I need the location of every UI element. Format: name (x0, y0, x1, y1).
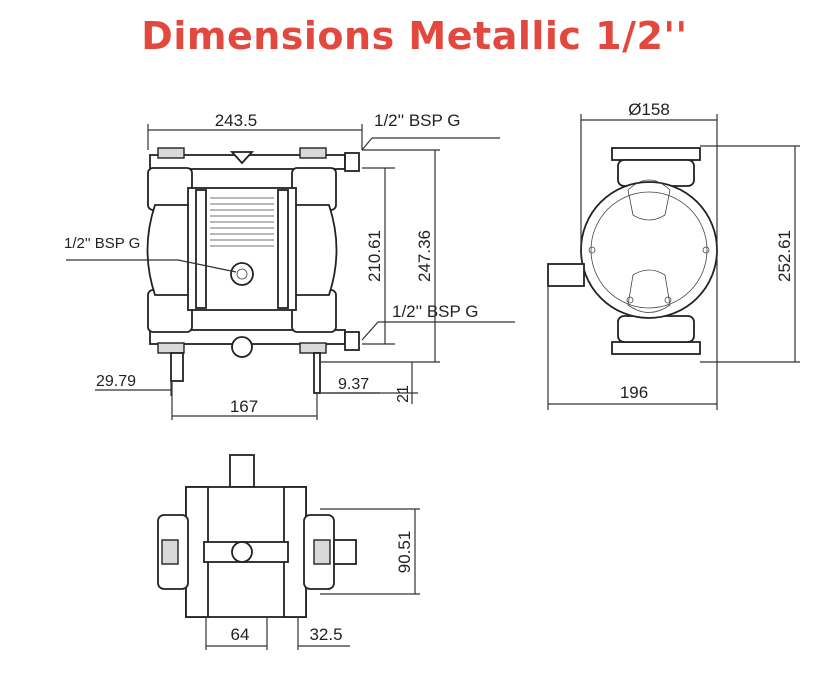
clamp-bar (277, 189, 289, 309)
foot (313, 352, 321, 394)
outlet-pipe (344, 152, 360, 172)
clamp-bar (195, 189, 207, 309)
dim-foot-span: 167 (230, 397, 258, 416)
outlet-stub (333, 539, 357, 565)
dim-width-overall: 243.5 (215, 111, 258, 130)
outlet-label: 1/2'' BSP G (374, 111, 461, 130)
dim-base-offset: 21 (395, 385, 412, 403)
bottom-flange (611, 341, 701, 355)
diaphragm-housing (580, 181, 718, 319)
flow-arrow (229, 151, 255, 165)
flange-cap (299, 342, 327, 354)
dim-foot-right: 9.37 (338, 376, 369, 393)
center-port (231, 541, 253, 563)
flange-cap (157, 147, 185, 159)
valve-block (147, 289, 193, 333)
dim-depth: 196 (620, 383, 648, 402)
top-view: 90.51 64 32.5 (157, 454, 420, 650)
dim-top-right: 32.5 (309, 625, 342, 644)
top-flange (611, 147, 701, 161)
dim-height-overall: 247.36 (415, 230, 434, 282)
left-chamber (146, 204, 191, 296)
dim-foot-left: 29.79 (96, 373, 136, 390)
inlet-pipe (344, 331, 360, 351)
right-chamber (293, 204, 338, 296)
dim-top-left: 64 (231, 625, 250, 644)
dim-side-height: 252.61 (775, 230, 794, 282)
foot (170, 352, 184, 382)
dim-top-height: 90.51 (395, 531, 414, 574)
side-view: Ø158 252.61 196 (547, 100, 800, 410)
fins (210, 197, 274, 247)
top-port (229, 454, 255, 488)
flange-cap (299, 147, 327, 159)
page-title: Dimensions Metallic 1/2'' (141, 14, 688, 58)
side-port (547, 263, 585, 287)
inlet-port (231, 336, 253, 358)
bottom-valve (617, 315, 695, 343)
dim-diameter: Ø158 (628, 100, 670, 119)
dim-height-mid: 210.61 (365, 230, 384, 282)
front-view: 243.5 1/2'' BSP G 1/2'' BSP G 1/2'' BSP … (64, 111, 515, 420)
valve-block (147, 167, 193, 211)
left-knob (161, 539, 179, 565)
valve-block (291, 289, 337, 333)
right-knob (313, 539, 331, 565)
valve-block (291, 167, 337, 211)
flange-cap (157, 342, 185, 354)
air-port (230, 262, 254, 286)
side-port-label: 1/2'' BSP G (64, 235, 140, 252)
